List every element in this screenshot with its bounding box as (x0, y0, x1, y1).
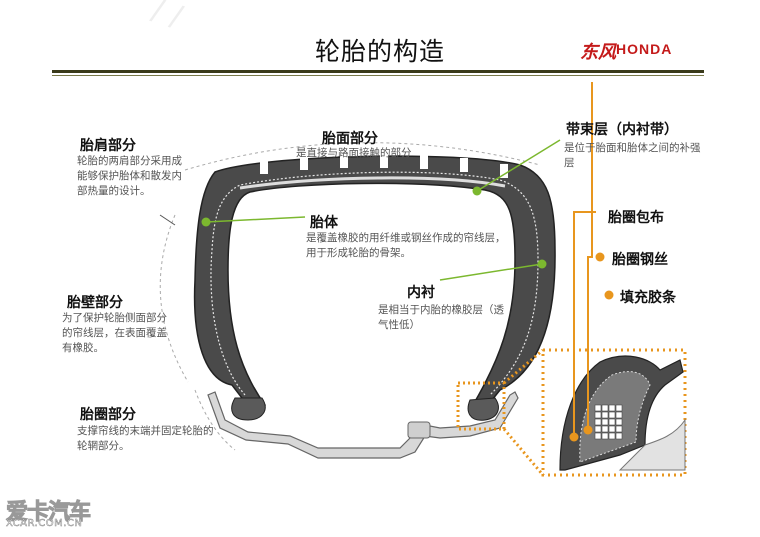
label-bead-wire-title: 胎圈钢丝 (612, 252, 668, 268)
zoom-connector-bottom (502, 428, 545, 476)
label-carcass-title: 胎体 (310, 215, 338, 231)
orange-leader-lines (573, 82, 593, 437)
label-bead-desc: 支撑帘线的末端并固定轮胎的轮辋部分。 (77, 425, 214, 452)
zoom-bead-wire-grid (594, 404, 623, 440)
bead-right (467, 397, 499, 421)
header-rule (52, 70, 704, 73)
label-sidewall-desc: 为了保护轮胎侧面部分的帘线层，在表面覆盖有橡胶。 (62, 312, 167, 354)
label-sidewall-title: 胎壁部分 (67, 295, 123, 311)
green-leader-lines (205, 139, 561, 281)
header-rule-thin (52, 75, 704, 76)
label-bead-title: 胎圈部分 (80, 407, 136, 423)
wheel-rim (207, 391, 519, 459)
label-inner-liner-title: 内衬 (407, 285, 435, 301)
watermark-logo-en: XCAR.COM.CN (6, 518, 83, 530)
label-belt-desc: 是位于胎面和胎体之间的补强层 (564, 142, 701, 169)
label-carcass-desc: 是覆盖橡胶的用纤维或钢丝作成的帘线层，用于形成轮胎的骨架。 (306, 232, 506, 259)
label-filler-title: 填充胶条 (620, 290, 676, 306)
faint-watermark: / / (148, 0, 188, 35)
zoom-source-box (456, 381, 506, 431)
label-bead-wrap-title: 胎圈包布 (608, 210, 664, 226)
label-tread-desc: 是直接与路面接触的部分 (296, 147, 412, 159)
label-shoulder-title: 胎肩部分 (80, 138, 136, 154)
brand-logo-honda: HONDA (616, 41, 673, 57)
watermark-logo-cn: 爱卡汽车 (5, 500, 91, 526)
zoom-rim-detail (618, 418, 686, 471)
tread-guide-arc (184, 142, 541, 171)
carcass-cord-line (210, 171, 539, 396)
bead-guide-arc (194, 389, 236, 451)
label-shoulder-desc: 轮胎的两肩部分采用成能够保护胎体和散发内部热量的设计。 (77, 155, 182, 197)
label-inner-liner-desc: 是相当于内胎的橡胶层（透气性低） (378, 304, 504, 331)
tread-grooves (260, 154, 508, 178)
label-tread-title: 胎面部分 (322, 131, 378, 147)
zoom-connector-top (503, 348, 544, 385)
belt-layer-line (239, 176, 506, 190)
green-leader-dots (201, 186, 547, 269)
sidewall-guide-arc (159, 214, 189, 383)
brand-logo-cn: 东风 (580, 42, 616, 63)
page-title: 轮胎的构造 (314, 37, 445, 66)
valve-stem (407, 421, 431, 439)
tick-mark (159, 214, 176, 226)
tire-outer-shell (193, 155, 556, 417)
orange-leader-dots (569, 252, 614, 442)
bead-left (231, 397, 266, 421)
label-belt-title: 带束层（内衬带） (566, 122, 678, 138)
